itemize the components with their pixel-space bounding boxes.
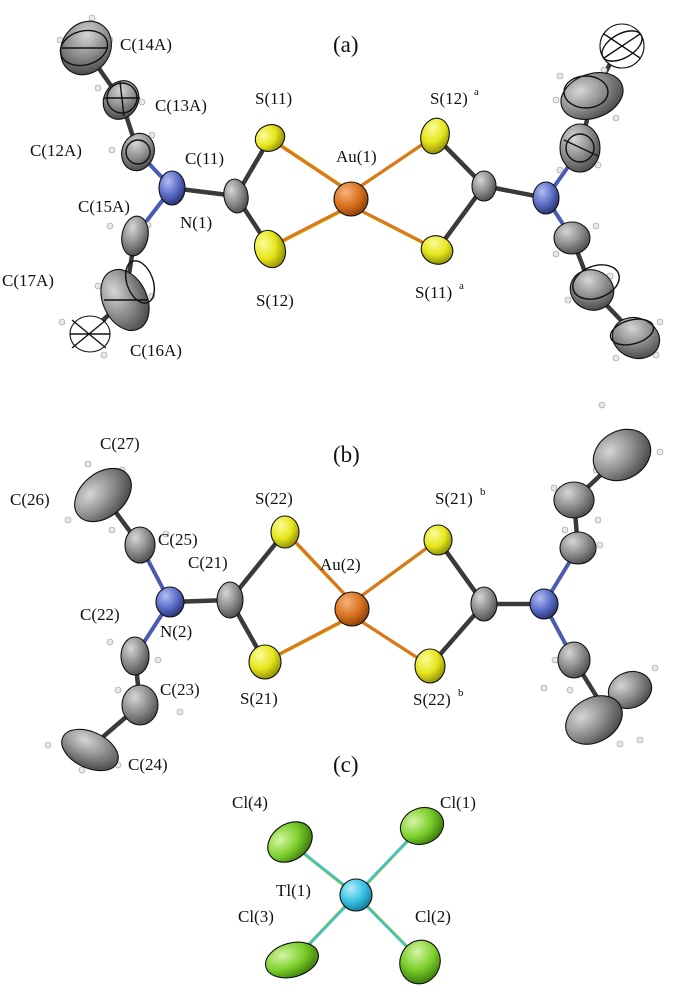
label-c23: C(23) [160, 680, 200, 699]
c24b-atom [565, 695, 623, 745]
c23-atom [121, 684, 159, 726]
au2-atom [334, 591, 370, 627]
n1-atom [158, 170, 186, 206]
c22-atom [120, 636, 150, 676]
label-c24: C(24) [128, 755, 168, 774]
cl1-atom [399, 806, 445, 846]
label-c17a: C(17A) [2, 271, 54, 290]
panel-b-tag: (b) [333, 442, 360, 467]
c11-atom [223, 178, 249, 214]
s12a-atom [420, 117, 450, 155]
label-s12: S(12) [256, 291, 294, 310]
s22b-atom [414, 648, 446, 684]
label-s22: S(22) [255, 489, 293, 508]
label-s22b-superscript: b [458, 687, 464, 699]
c15-right-atom [553, 221, 591, 255]
s12-atom [253, 229, 287, 269]
panel-c: (c) Cl(4) Cl(1) Tl(1) Cl(3) Cl(2) [232, 752, 476, 985]
cl3-atom [265, 941, 319, 979]
atoms-b [61, 428, 653, 772]
label-s21: S(21) [240, 689, 278, 708]
s21-atom [248, 644, 282, 680]
label-c11: C(11) [185, 149, 224, 168]
label-s21b-superscript: b [480, 486, 486, 498]
tl1-atom [339, 878, 373, 912]
label-c26: C(26) [10, 490, 50, 509]
label-s11a: S(11) [415, 283, 452, 302]
label-c25: C(25) [158, 530, 198, 549]
s11a-atom [420, 235, 454, 265]
label-c16a: C(16A) [130, 341, 182, 360]
atoms-a [59, 20, 661, 360]
label-c27: C(27) [100, 434, 140, 453]
label-c13a: C(13A) [155, 96, 207, 115]
n2-atom [155, 586, 185, 618]
label-s21b: S(21) [435, 489, 473, 508]
c27b-atom [592, 428, 652, 482]
c16-right-atom [569, 269, 615, 311]
c22b-atom [557, 641, 591, 679]
label-s11a-group: S(11) a [415, 280, 464, 302]
label-s12a: S(12) [430, 89, 468, 108]
n1a-atom [532, 181, 560, 215]
s22-atom [270, 515, 300, 549]
c25b-atom [559, 531, 597, 565]
label-s21b-group: S(21) b [435, 486, 486, 508]
c15a-atom [121, 215, 149, 257]
label-c21: C(21) [188, 553, 228, 572]
s21b-atom [423, 524, 453, 556]
c24-atom [61, 728, 119, 772]
label-cl1: Cl(1) [440, 793, 476, 812]
n2b-atom [529, 588, 559, 620]
label-au1: Au(1) [336, 147, 377, 166]
atoms-c [265, 806, 445, 985]
cl4-atom [267, 821, 313, 863]
label-cl4: Cl(4) [232, 793, 268, 812]
label-n1: N(1) [180, 213, 212, 232]
label-cl3: Cl(3) [238, 907, 274, 926]
label-s11a-superscript: a [459, 280, 464, 292]
panel-b: (b) C(27) C(26) S(22) S(21) b C(25) C(21… [10, 401, 664, 774]
label-c22: C(22) [80, 605, 120, 624]
c21b-atom [470, 586, 498, 622]
cl2-atom [399, 939, 441, 985]
panel-a: (a) C(14A) C(13A) C(12A) C(11) S(11) Au(… [2, 14, 664, 362]
label-c12a: C(12A) [30, 141, 82, 160]
label-c15a: C(15A) [78, 197, 130, 216]
label-s12a-superscript: a [474, 86, 479, 98]
panel-a-tag: (a) [333, 32, 359, 57]
au1-atom [333, 181, 369, 217]
label-s12a-group: S(12) a [430, 86, 479, 108]
label-au2: Au(2) [320, 555, 361, 574]
c21-atom [216, 581, 244, 619]
label-s22b-group: S(22) b [413, 687, 464, 709]
s11-atom [254, 124, 286, 152]
label-c14a: C(14A) [120, 35, 172, 54]
label-cl2: Cl(2) [415, 907, 451, 926]
label-s11: S(11) [255, 89, 292, 108]
panel-c-tag: (c) [333, 752, 359, 777]
label-n2: N(2) [160, 622, 192, 641]
hydrogens-b [44, 401, 664, 774]
c25-atom [124, 526, 156, 564]
label-tl1: Tl(1) [276, 881, 311, 900]
c26b-atom [553, 481, 595, 519]
c13-right-atom [560, 72, 624, 120]
c26-atom [74, 467, 132, 523]
c11a-atom [471, 170, 497, 202]
label-s22b: S(22) [413, 690, 451, 709]
c13a-atom [102, 80, 140, 120]
